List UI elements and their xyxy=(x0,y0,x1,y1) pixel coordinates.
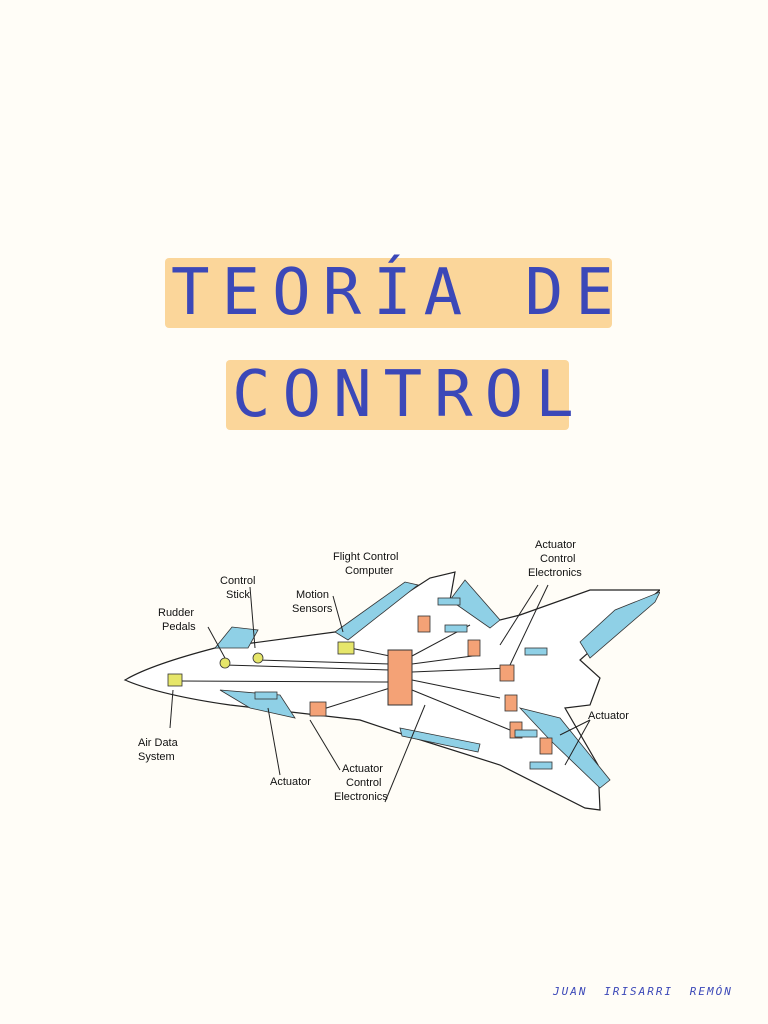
title-line-2: CONTROL xyxy=(226,360,574,430)
label-control-stick-line2: Stick xyxy=(226,589,250,601)
label-motion-sensors-line1: Motion xyxy=(296,589,329,601)
title-line-1: TEORÍA DE xyxy=(165,258,614,328)
actuator-cylinders xyxy=(254,597,553,770)
label-actuator-control-electronics-top: Actuator Control Electronics xyxy=(528,539,582,579)
label-actuator-right: Actuator xyxy=(588,710,629,722)
label-actuator-control-electronics-bottom: Actuator Control Electronics xyxy=(334,763,388,803)
label-control-stick-line1: Control xyxy=(220,575,255,587)
label-motion-sensors: Motion Sensors xyxy=(292,589,333,615)
label-ace-bottom-line3: Electronics xyxy=(334,791,388,803)
label-actuator-bottom: Actuator xyxy=(270,776,311,788)
label-control-stick: Control Stick xyxy=(220,575,255,601)
author-signature: JUAN IRISARRI REMÓN xyxy=(553,985,733,998)
signal-lines xyxy=(169,584,591,803)
label-ace-top-line2: Control xyxy=(540,553,575,565)
aircraft-flight-control-diagram: Flight Control Computer Actuator Control… xyxy=(123,539,660,811)
label-fcc-line2: Computer xyxy=(345,565,394,577)
label-flight-control-computer: Flight Control Computer xyxy=(333,551,398,577)
label-air-data-system: Air Data System xyxy=(138,737,179,763)
sensor-boxes xyxy=(167,641,355,687)
label-rudder-pedals-line1: Rudder xyxy=(158,607,194,619)
label-ace-top-line3: Electronics xyxy=(528,567,582,579)
actuator-electronics-boxes xyxy=(309,615,553,755)
label-air-data-line2: System xyxy=(138,751,175,763)
title-line-2-text: CONTROL xyxy=(232,358,586,432)
title-line-1-text: TEORÍA DE xyxy=(171,256,626,330)
label-air-data-line1: Air Data xyxy=(138,737,179,749)
label-rudder-pedals-line2: Pedals xyxy=(162,621,196,633)
label-rudder-pedals: Rudder Pedals xyxy=(158,607,196,633)
label-fcc-line1: Flight Control xyxy=(333,551,398,563)
label-ace-bottom-line1: Actuator xyxy=(342,763,383,775)
flight-control-computer-box xyxy=(387,649,413,706)
label-ace-bottom-line2: Control xyxy=(346,777,381,789)
label-motion-sensors-line2: Sensors xyxy=(292,603,333,615)
label-ace-top-line1: Actuator xyxy=(535,539,576,551)
